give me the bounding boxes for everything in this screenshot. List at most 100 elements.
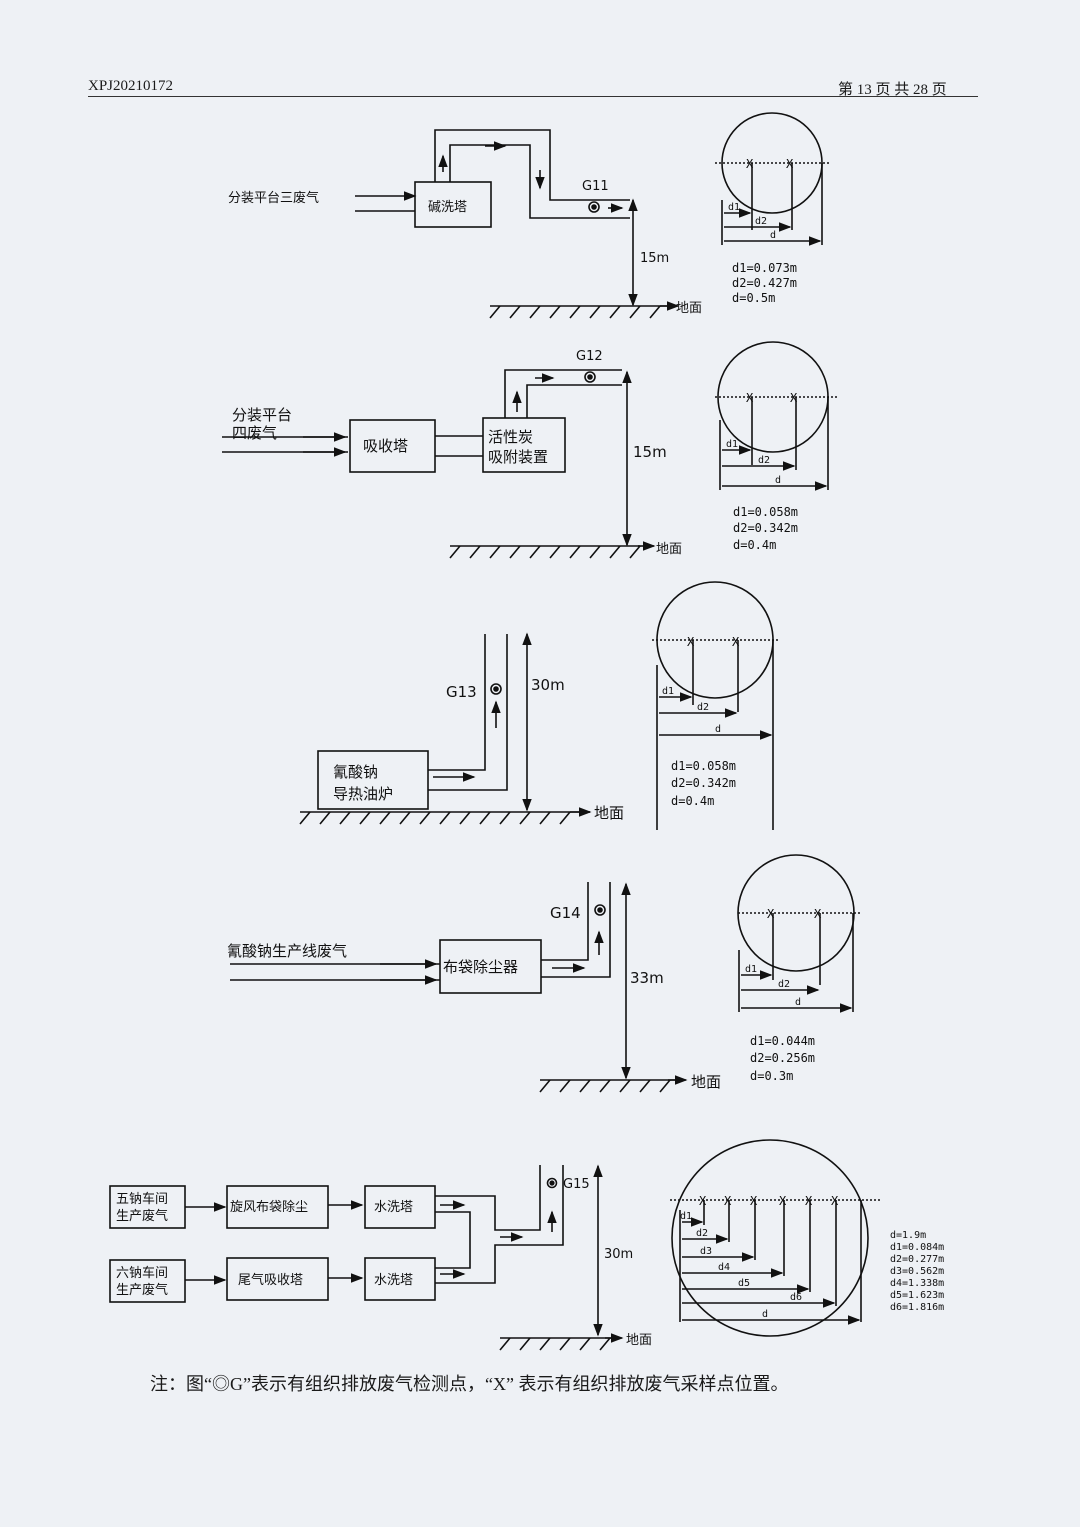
sample-mark: X [746, 391, 754, 405]
dim-mark: d2 [778, 979, 790, 990]
dim-value: d4=1.338m [890, 1278, 944, 1289]
ground-label: 地面 [676, 301, 702, 316]
sample-mark: X [687, 635, 695, 649]
unit-box [349, 419, 436, 473]
dim-value: d1=0.044m [750, 1034, 815, 1048]
unit-box [364, 1257, 436, 1301]
dim-value: d2=0.277m [890, 1254, 944, 1265]
dim-value: d2=0.342m [733, 521, 798, 535]
input-label: 分装平台 [232, 406, 292, 424]
input-label: 四废气 [232, 424, 277, 442]
unit-box [226, 1257, 329, 1301]
sample-mark: X [805, 1194, 813, 1208]
dim-value: d=0.4m [671, 794, 714, 808]
sample-mark: X [699, 1194, 707, 1208]
point-label: G11 [582, 179, 609, 194]
unit-label: 水洗塔 [374, 1273, 413, 1288]
unit-label: 水洗塔 [374, 1200, 413, 1215]
dim-mark: d2 [758, 455, 770, 466]
unit-label: 吸收塔 [363, 437, 408, 455]
ground-label: 地面 [594, 804, 624, 822]
legend-note: 注：图“◎G”表示有组织排放废气检测点，“X” 表示有组织排放废气采样点位置。 [150, 1374, 789, 1394]
dim-value: d2=0.256m [750, 1051, 815, 1065]
point-label: G15 [563, 1177, 590, 1192]
sample-mark: X [767, 907, 775, 921]
point-label: G13 [446, 683, 477, 701]
dim-value: d6=1.816m [890, 1302, 944, 1313]
dim-mark: d1 [745, 964, 757, 975]
ground-label: 地面 [656, 542, 682, 557]
dim-value: d=1.9m [890, 1230, 926, 1241]
unit-label: 氰酸钠 [333, 763, 378, 781]
dim-mark: d [762, 1309, 768, 1320]
unit-box [439, 939, 542, 994]
unit-box [109, 1259, 186, 1303]
sample-mark: X [732, 635, 740, 649]
dim-value: d2=0.342m [671, 776, 736, 790]
dim-value: d=0.3m [750, 1069, 793, 1083]
dim-mark: d1 [726, 439, 738, 450]
sample-mark: X [779, 1194, 787, 1208]
dim-mark: d [795, 997, 801, 1008]
dim-value: d=0.4m [733, 538, 776, 552]
sample-mark: X [786, 157, 794, 171]
height-label: 15m [640, 251, 669, 266]
dim-mark: d [715, 724, 721, 735]
dim-value: d5=1.623m [890, 1290, 944, 1301]
unit-label: 布袋除尘器 [443, 958, 518, 976]
input-label: 分装平台三废气 [228, 190, 319, 206]
dim-mark: d [775, 475, 781, 486]
dim-value: d=0.5m [732, 291, 775, 305]
dim-mark: d1 [728, 202, 740, 213]
sample-mark: X [750, 1194, 758, 1208]
diagram-g13 [299, 581, 778, 830]
dim-mark: d1 [680, 1211, 692, 1222]
dim-mark: d2 [755, 216, 767, 227]
point-label: G12 [576, 349, 603, 364]
dim-value: d1=0.084m [890, 1242, 944, 1253]
page-info: 第 13 页 共 28 页 [838, 82, 947, 98]
dim-mark: d5 [738, 1278, 750, 1289]
unit-label: 旋风布袋除尘 [230, 1200, 308, 1215]
input-label: 六钠车间 [116, 1265, 168, 1281]
unit-box [364, 1185, 436, 1229]
sample-mark: X [814, 907, 822, 921]
point-label: G14 [550, 904, 581, 922]
diagram-g15 [109, 1139, 880, 1351]
unit-label: 吸附装置 [488, 448, 548, 466]
unit-box [414, 181, 492, 228]
height-label: 33m [630, 969, 664, 987]
unit-label: 导热油炉 [333, 785, 393, 803]
sample-mark: X [724, 1194, 732, 1208]
unit-box [482, 417, 566, 473]
unit-label: 尾气吸收塔 [238, 1272, 303, 1288]
report-number: XPJ20210172 [88, 78, 174, 94]
height-label: 30m [604, 1247, 633, 1262]
dim-value: d1=0.058m [671, 759, 736, 773]
dim-mark: d2 [696, 1228, 708, 1239]
dim-value: d1=0.073m [732, 261, 797, 275]
dim-mark: d1 [662, 686, 674, 697]
input-label: 氰酸钠生产线废气 [227, 942, 347, 960]
ground-label: 地面 [626, 1333, 652, 1348]
unit-box [226, 1185, 329, 1229]
diagram-g11 [355, 112, 830, 319]
header-rule [88, 96, 978, 97]
dim-mark: d3 [700, 1246, 712, 1257]
ground-label: 地面 [691, 1073, 721, 1091]
dim-value: d2=0.427m [732, 276, 797, 290]
dim-mark: d4 [718, 1262, 730, 1273]
sample-mark: X [831, 1194, 839, 1208]
height-label: 15m [633, 443, 667, 461]
dim-mark: d2 [697, 702, 709, 713]
unit-label: 碱洗塔 [428, 200, 467, 215]
input-label: 生产废气 [116, 1208, 168, 1224]
height-label: 30m [531, 676, 565, 694]
unit-box [317, 750, 429, 810]
dim-mark: d6 [790, 1292, 802, 1303]
dim-mark: d [770, 230, 776, 241]
diagram-g12 [222, 341, 838, 559]
input-label: 五钠车间 [116, 1191, 168, 1207]
unit-label: 活性炭 [488, 428, 533, 446]
sample-mark: X [746, 157, 754, 171]
